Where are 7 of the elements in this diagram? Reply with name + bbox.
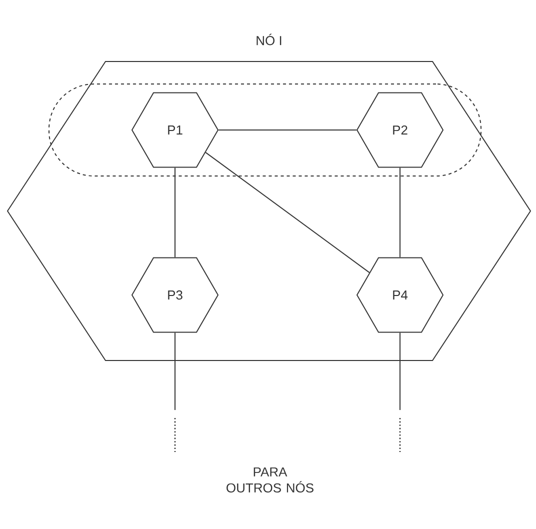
connector	[205, 152, 370, 274]
connector	[399, 332, 401, 452]
connector	[174, 167, 176, 258]
caption: PARA OUTROS NÓS	[226, 467, 314, 493]
node-label: NÓ I	[256, 34, 282, 46]
connector	[174, 332, 176, 452]
group-outline	[48, 84, 482, 176]
